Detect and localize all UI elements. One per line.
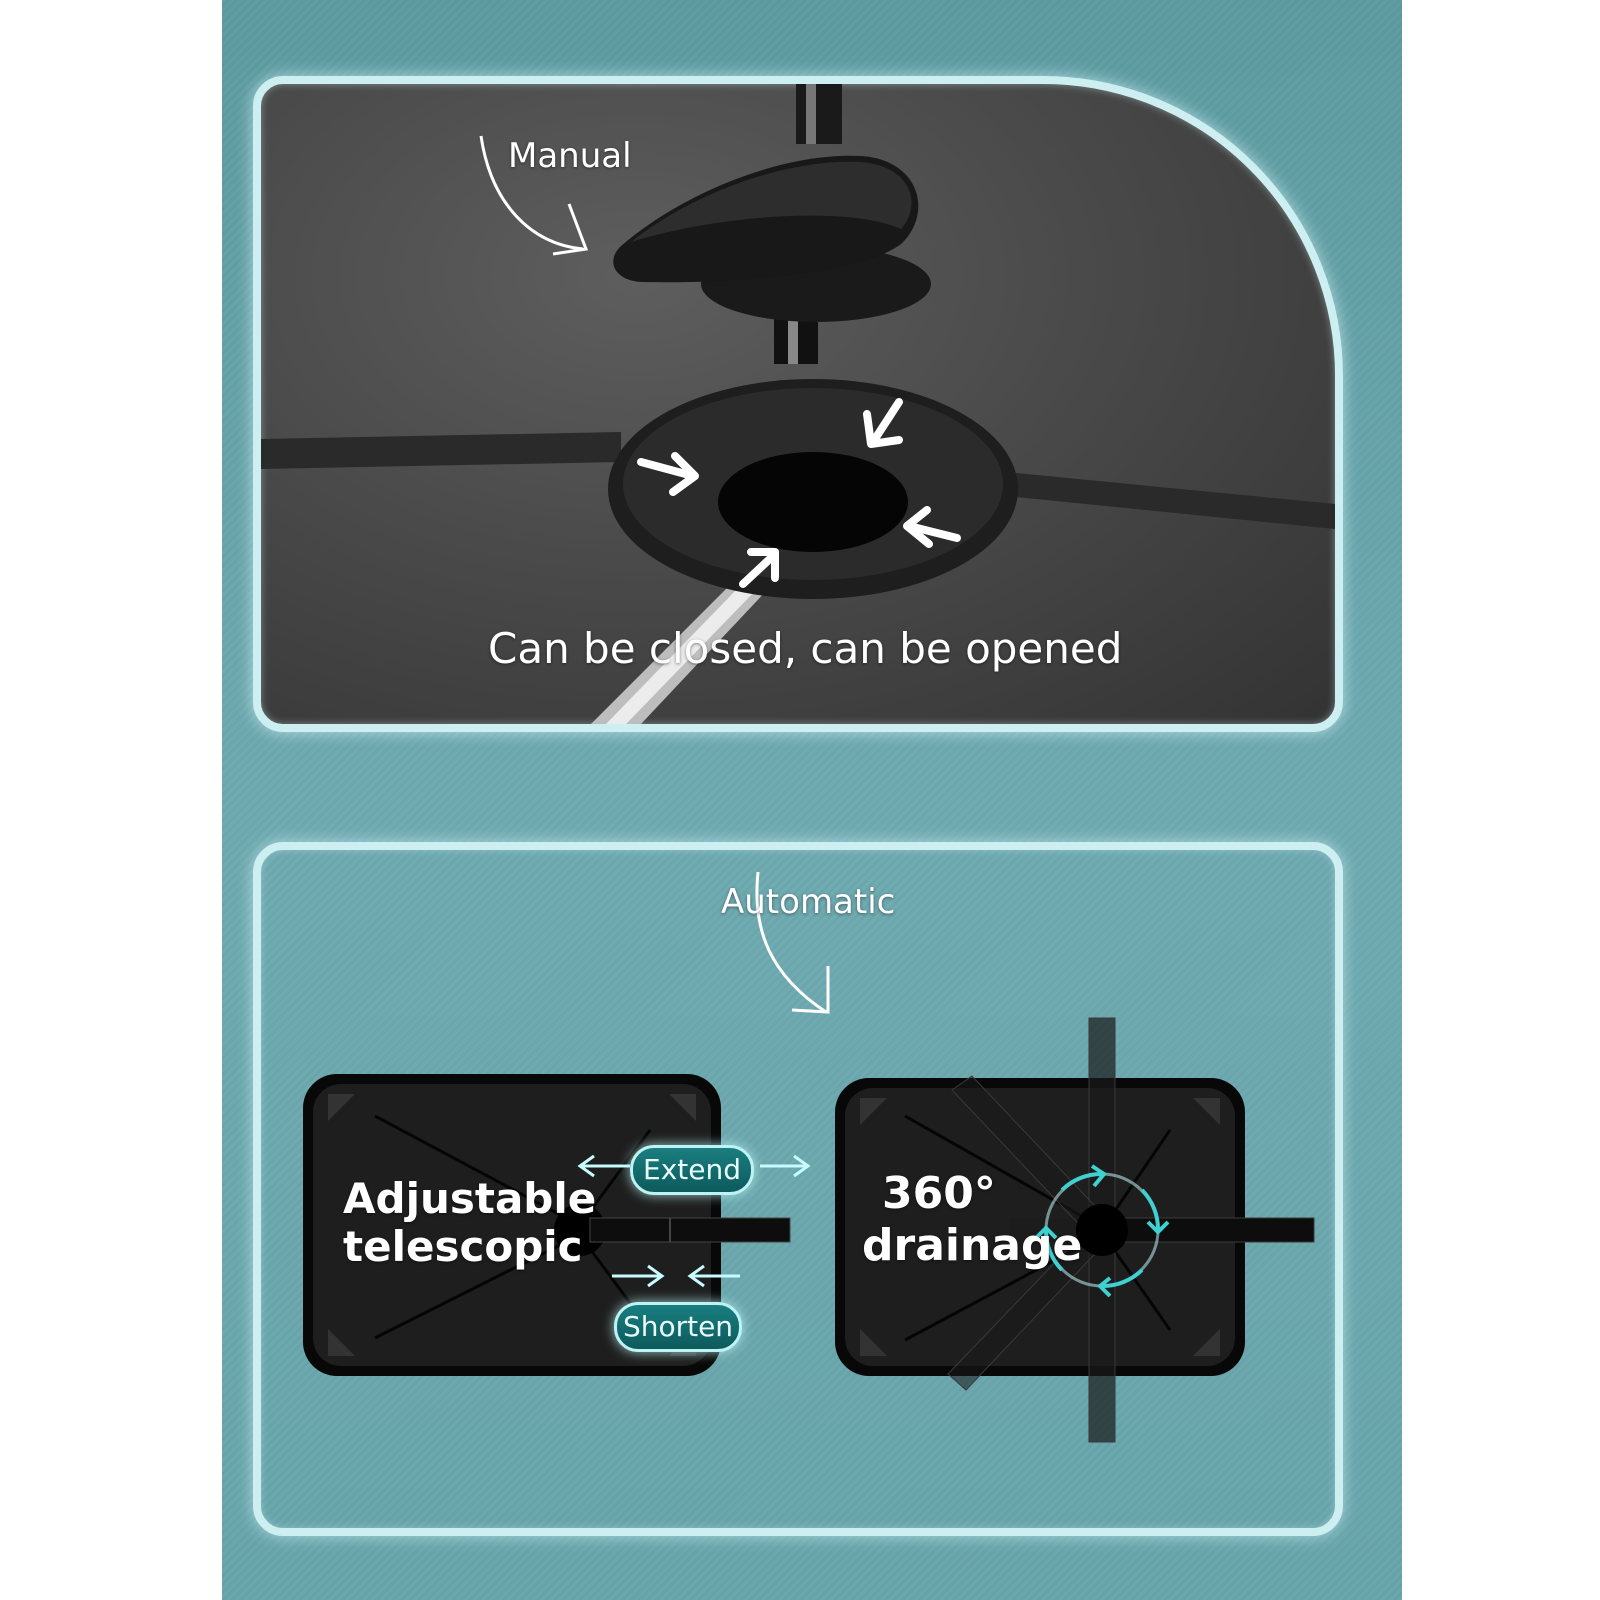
inward-arrow-icon <box>903 506 961 548</box>
curved-arrow-icon-head <box>791 966 830 1014</box>
curved-arrow-icon <box>479 135 584 251</box>
stopper-cap-highlight <box>631 161 912 242</box>
telescopic-heading: Adjustable telescopic <box>343 1175 596 1271</box>
manual-title: Manual <box>508 136 632 176</box>
drain-hole <box>718 452 908 552</box>
drain-slots <box>374 1114 652 1340</box>
inward-arrow-icon <box>739 548 779 588</box>
telescopic-heading-line1: Adjustable <box>343 1174 597 1223</box>
rotation-heading-line2: drainage <box>862 1220 1083 1271</box>
rotation-heading-line1: 360° <box>882 1168 996 1219</box>
automatic-title: Automatic <box>721 882 896 922</box>
groove-bottom-highlight <box>606 554 791 724</box>
curved-arrow-icon <box>755 871 827 1014</box>
telescopic-drain <box>303 1074 791 1376</box>
manual-panel: Manual Can be closed, can be opened <box>253 76 1343 732</box>
rotation-heading: 360° drainage <box>862 1168 1082 1272</box>
telescopic-heading-line2: telescopic <box>343 1222 583 1271</box>
rotation-drain <box>835 1017 1315 1443</box>
groove-right <box>1006 472 1335 529</box>
inward-arrow-icon <box>637 452 699 496</box>
rotating-arm <box>1099 1217 1315 1243</box>
manual-caption: Can be closed, can be opened <box>488 624 1123 673</box>
drain-plate <box>313 1084 711 1366</box>
rotate-arrows-icon <box>1034 1164 1170 1298</box>
extend-badge: Extend <box>630 1145 754 1195</box>
automatic-panel <box>253 842 1343 1536</box>
shorten-badge: Shorten <box>614 1302 742 1352</box>
manual-drain-illustration <box>261 84 1335 724</box>
drain-hub <box>554 1204 606 1256</box>
telescopic-arm <box>589 1217 791 1243</box>
stopper-rod-top <box>796 84 842 144</box>
stopper-rod-bottom-shine <box>788 309 798 364</box>
double-arrow-icon <box>577 1154 811 1288</box>
curved-arrow-icon-head <box>552 203 589 256</box>
groove-left <box>261 432 621 469</box>
inward-arrow-icon <box>863 398 903 448</box>
corner-pads <box>860 1098 1220 1356</box>
stopper-rod-shine <box>806 84 816 144</box>
drain-hub <box>1076 1204 1128 1256</box>
